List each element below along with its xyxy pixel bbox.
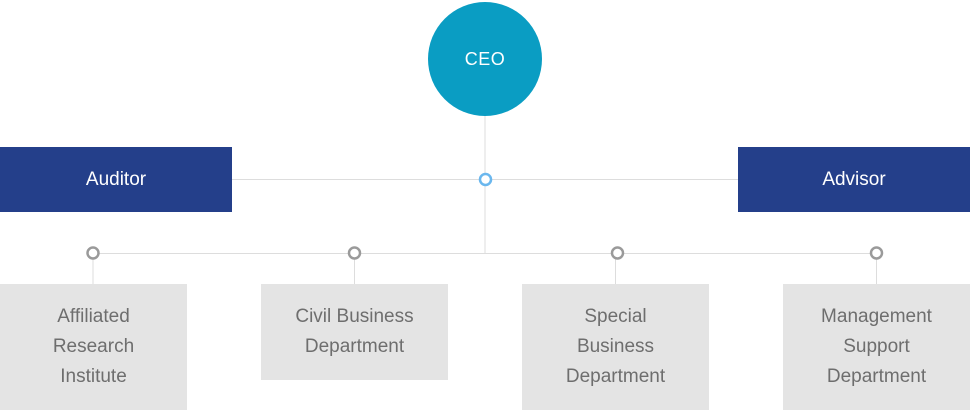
department-node-2: [347, 246, 362, 260]
advisor-label: Advisor: [822, 168, 886, 190]
department-box-affiliated-research-institute: Affiliated Research Institute: [0, 284, 187, 410]
department-label: Special Business Department: [565, 306, 666, 387]
department-node-3: [610, 246, 625, 260]
department-node-1: [86, 246, 100, 260]
auditor-label: Auditor: [85, 168, 147, 190]
department-box-special-business: Special Business Department: [522, 284, 709, 410]
department-label: Affiliated Research Institute: [52, 306, 135, 387]
department-box-civil-business: Civil Business Department: [261, 284, 448, 380]
ceo-node: CEO: [428, 2, 542, 116]
staff-junction-node: [478, 172, 493, 187]
auditor-box: Auditor: [0, 147, 232, 212]
advisor-box: Advisor: [738, 147, 970, 212]
department-node-4: [869, 246, 884, 260]
department-label: Civil Business Department: [295, 306, 414, 357]
department-box-management-support: Management Support Department: [783, 284, 970, 410]
department-label: Management Support Department: [821, 306, 932, 387]
ceo-label: CEO: [464, 48, 506, 69]
